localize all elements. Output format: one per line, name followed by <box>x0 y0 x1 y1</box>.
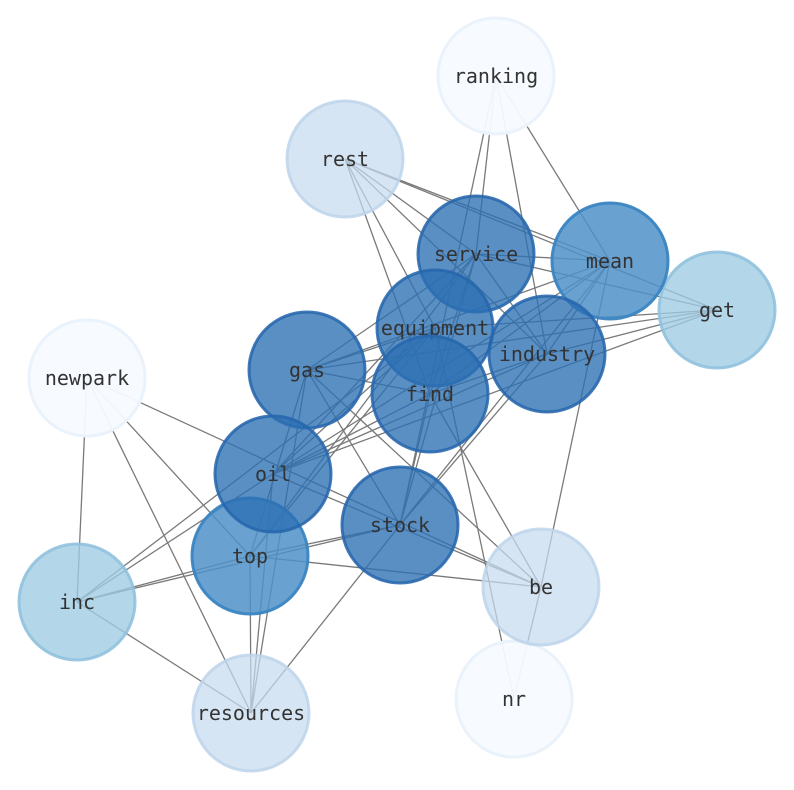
node-oil: oil <box>213 414 333 534</box>
node-label-stock: stock <box>370 513 430 537</box>
edge-get-oil <box>272 309 718 475</box>
node-label-mean: mean <box>586 249 634 273</box>
node-circle-rest <box>285 99 405 219</box>
node-label-newpark: newpark <box>45 366 129 390</box>
node-label-gas: gas <box>289 358 325 382</box>
node-circle-find <box>370 334 490 454</box>
node-label-get: get <box>699 298 735 322</box>
node-label-oil: oil <box>255 462 291 486</box>
node-label-nr: nr <box>502 687 526 711</box>
node-circle-resources <box>191 653 311 773</box>
node-label-find: find <box>406 382 454 406</box>
node-circle-newpark <box>27 318 147 438</box>
node-be: be <box>481 527 601 647</box>
node-mean: mean <box>550 201 670 321</box>
edge-newpark-resources <box>86 377 252 714</box>
node-rest: rest <box>285 99 405 219</box>
node-ranking: ranking <box>436 16 556 136</box>
node-circle-nr <box>454 639 574 759</box>
node-label-top: top <box>232 544 268 568</box>
node-find: find <box>370 334 490 454</box>
node-resources: resources <box>191 653 311 773</box>
node-newpark: newpark <box>27 318 147 438</box>
node-gas: gas <box>247 310 367 430</box>
node-layer: ranking rest newpark get inc resources nr be mea… <box>17 16 777 773</box>
node-circle-oil <box>213 414 333 534</box>
node-circle-inc <box>17 542 137 662</box>
node-inc: inc <box>17 542 137 662</box>
node-nr: nr <box>454 639 574 759</box>
node-label-ranking: ranking <box>454 64 538 88</box>
node-circle-industry <box>487 294 607 414</box>
node-label-inc: inc <box>59 590 95 614</box>
node-circle-mean <box>550 201 670 321</box>
node-circle-get <box>657 250 777 370</box>
node-get: get <box>657 250 777 370</box>
node-label-be: be <box>529 575 553 599</box>
node-stock: stock <box>340 465 460 585</box>
node-circle-ranking <box>436 16 556 136</box>
node-circle-stock <box>340 465 460 585</box>
node-label-rest: rest <box>321 147 369 171</box>
node-label-industry: industry <box>499 342 595 366</box>
node-industry: industry <box>487 294 607 414</box>
node-label-service: service <box>434 242 518 266</box>
node-label-resources: resources <box>197 701 305 725</box>
node-circle-be <box>481 527 601 647</box>
